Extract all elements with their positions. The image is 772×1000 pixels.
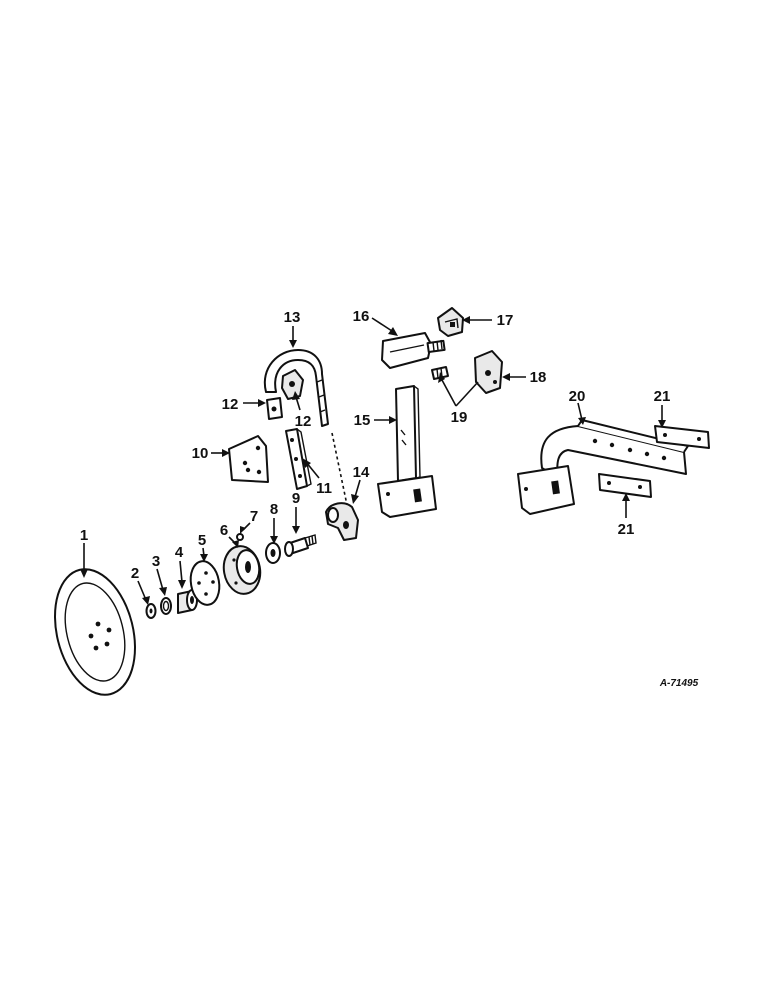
part-spring-tine [263, 349, 329, 427]
callout-2: 2 [131, 565, 139, 582]
callout-6: 6 [220, 522, 228, 539]
callout-12-right: 12 [295, 413, 312, 430]
drawing-code: A-71495 [659, 678, 699, 689]
part-grease-fitting [236, 533, 244, 541]
callout-8: 8 [270, 501, 278, 518]
part-washer [145, 603, 157, 619]
part-mounting-plate [228, 435, 269, 483]
callout-21-upper: 21 [654, 388, 671, 405]
callout-20: 20 [569, 388, 586, 405]
part-block [474, 350, 503, 394]
callout-10: 10 [192, 445, 209, 462]
part-plate-lower [598, 473, 652, 498]
part-bracket [325, 502, 359, 541]
part-clevis [381, 332, 449, 380]
part-clamp-left [266, 397, 283, 420]
callout-labels: 1 2 3 4 5 6 7 8 9 10 11 12 12 13 14 15 1… [80, 308, 671, 582]
part-spindle [284, 534, 317, 557]
part-bearing [177, 589, 198, 614]
callout-16: 16 [353, 308, 370, 325]
part-shank-bracket [517, 419, 689, 515]
callout-17: 17 [497, 312, 514, 329]
callout-21-lower: 21 [618, 521, 635, 538]
part-hub [222, 545, 262, 595]
callout-13: 13 [284, 309, 301, 326]
part-shank [377, 385, 437, 518]
leader-lines [80, 316, 666, 605]
callout-19: 19 [451, 409, 468, 426]
callout-3: 3 [152, 553, 160, 570]
callout-14: 14 [353, 464, 370, 481]
callout-18: 18 [530, 369, 547, 386]
part-disc-blade [54, 568, 136, 696]
part-clamp-right [281, 369, 304, 400]
callout-7: 7 [250, 508, 258, 525]
part-snap-ring [160, 597, 172, 615]
part-clip [437, 307, 464, 337]
callout-9: 9 [292, 490, 300, 507]
part-strap [285, 428, 312, 490]
callout-11: 11 [316, 480, 332, 497]
callout-5: 5 [198, 532, 206, 549]
callout-12-left: 12 [222, 396, 239, 413]
part-plate-upper [654, 425, 710, 449]
part-seal [265, 542, 281, 564]
callout-15: 15 [354, 412, 371, 429]
part-flange-plate [189, 560, 221, 606]
callout-1: 1 [80, 527, 88, 544]
callout-4: 4 [175, 544, 184, 561]
